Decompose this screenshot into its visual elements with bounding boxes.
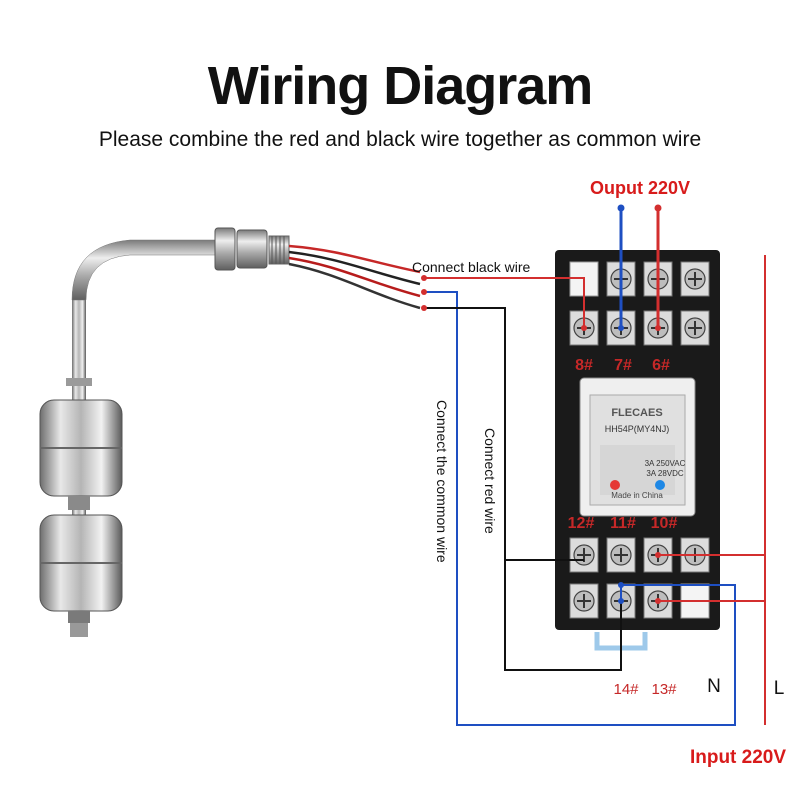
connect-common-wire-label: Connect the common wire — [434, 400, 450, 563]
labels: Ouput 220V Connect black wire Connect th… — [412, 178, 786, 768]
diagram-subtitle: Please combine the red and black wire to… — [98, 128, 702, 151]
relay-rating-dc: 3A 28VDC — [646, 469, 684, 478]
connect-black-wire-label: Connect black wire — [412, 259, 530, 275]
terminal-10-label: 10# — [651, 515, 678, 532]
float-switch — [39, 227, 421, 637]
relay-model: HH54P(MY4NJ) — [605, 424, 670, 434]
input-220v-label: Input 220V — [690, 747, 786, 768]
connect-black-wire-line — [424, 277, 585, 328]
terminal-8-label: 8# — [575, 357, 593, 374]
relay-origin: Made in China — [611, 491, 663, 500]
connect-red-wire-label: Connect red wire — [482, 428, 498, 534]
terminal-7-label: 7# — [614, 357, 632, 374]
terminal-11-label: 11# — [610, 515, 636, 532]
neutral-label: N — [707, 676, 721, 697]
terminal-6-label: 6# — [652, 357, 670, 374]
wires — [421, 204, 766, 726]
terminal-12-label: 12# — [568, 515, 595, 532]
relay-module: FLECAES HH54P(MY4NJ) 3A 250VAC 3A 28VDC … — [579, 377, 696, 517]
terminal-13-label: 13# — [651, 681, 677, 698]
relay-socket: FLECAES HH54P(MY4NJ) 3A 250VAC 3A 28VDC … — [555, 250, 720, 651]
terminal-14-label: 14# — [613, 681, 639, 698]
relay-brand: FLECAES — [611, 407, 662, 419]
live-label: L — [774, 678, 785, 699]
output-220v-label: Ouput 220V — [590, 178, 690, 198]
connect-red-wire-line — [424, 307, 622, 671]
relay-rating-ac: 3A 250VAC — [645, 459, 686, 468]
diagram-title: Wiring Diagram — [207, 56, 594, 116]
